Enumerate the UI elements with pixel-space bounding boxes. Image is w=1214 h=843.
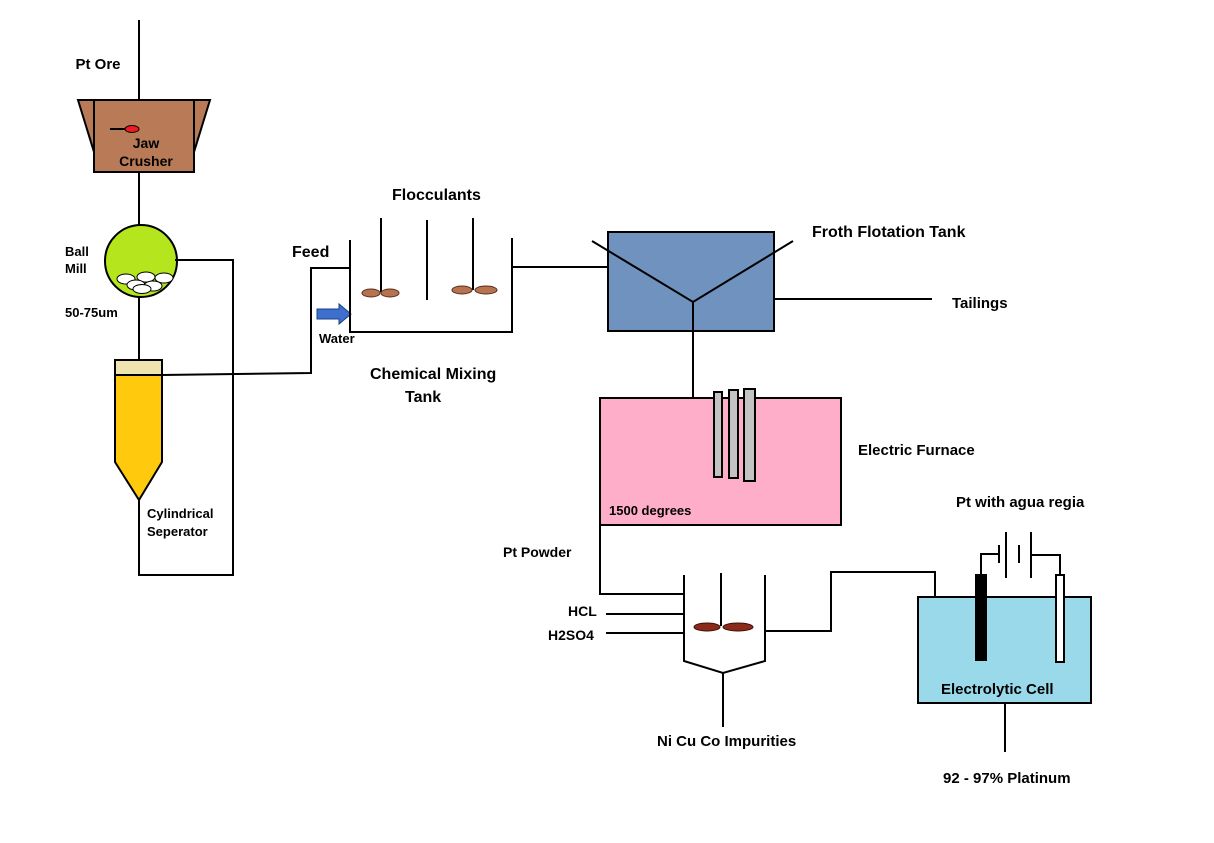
pt-ore-label: Pt Ore [75, 56, 120, 73]
flocculants-label: Flocculants [392, 187, 481, 204]
furnace-to-leach-line [599, 525, 684, 595]
ball-mill [104, 172, 178, 298]
water-label: Water [319, 331, 355, 346]
electrode-icon [728, 389, 739, 479]
impeller-blade-icon [451, 285, 473, 295]
furnace-temperature-label: 1500 degrees [609, 503, 691, 518]
impeller-blade-icon [722, 622, 754, 632]
jaw-crusher-label-2: Crusher [119, 153, 173, 169]
hcl-label: HCL [568, 603, 597, 619]
aqua-regia-label: Pt with agua regia [956, 494, 1085, 511]
impeller-blade-icon [693, 622, 721, 632]
electric-furnace [599, 388, 842, 526]
feed-label: Feed [292, 244, 329, 261]
mill-recycle-loop [138, 259, 234, 576]
chemical-mixing-tank [349, 218, 513, 333]
leaching-vessel-walls [683, 575, 766, 675]
flotation-tank-body [607, 231, 775, 332]
water-inlet-arrow-icon [316, 302, 352, 326]
jaw-crusher: Jaw Crusher [76, 20, 212, 173]
tailings-label: Tailings [952, 295, 1008, 312]
separator-label-2: Seperator [147, 524, 208, 539]
flotation-tank-label: Froth Flotation Tank [812, 224, 966, 241]
pt-powder-label: Pt Powder [503, 544, 572, 560]
grinding-ball-icon [154, 272, 174, 284]
h2so4-label: H2SO4 [548, 627, 594, 643]
impurities-label: Ni Cu Co Impurities [657, 733, 796, 750]
furnace-label: Electric Furnace [858, 442, 975, 459]
electrode-icon [743, 388, 756, 482]
separator-body [114, 359, 163, 502]
crusher-body [93, 99, 195, 173]
grinding-ball-icon [132, 284, 152, 294]
leach-to-cell-line [765, 571, 936, 651]
leaching-vessel [683, 573, 766, 675]
separator-to-mixer-line [161, 267, 350, 376]
mixing-tank-label-1: Chemical Mixing [370, 366, 496, 383]
ball-mill-label-2: Mill [65, 261, 87, 276]
mixing-tank-label-2: Tank [405, 389, 441, 406]
electrode-icon [713, 391, 723, 478]
froth-flotation-tank [591, 231, 794, 332]
anode-electrode-icon [1055, 574, 1065, 663]
platinum-output-label: 92 - 97% Platinum [943, 770, 1071, 787]
impeller-blade-icon [361, 288, 381, 298]
cylindrical-separator [114, 359, 163, 502]
cathode-electrode-icon [975, 574, 987, 661]
ball-mill-label-1: Ball [65, 244, 89, 259]
battery-icon [980, 532, 1061, 578]
impeller-blade-icon [380, 288, 400, 298]
particle-size-label: 50-75um [65, 305, 118, 320]
separator-label-1: Cylindrical [147, 506, 213, 521]
impeller-blade-icon [474, 285, 498, 295]
mixing-tank-walls [349, 238, 513, 333]
jaw-crusher-label-1: Jaw [133, 135, 160, 151]
electrolytic-cell-label: Electrolytic Cell [941, 681, 1054, 698]
crusher-indicator-icon [124, 125, 140, 133]
separator-cap [114, 359, 163, 376]
electrolytic-cell [917, 532, 1092, 704]
